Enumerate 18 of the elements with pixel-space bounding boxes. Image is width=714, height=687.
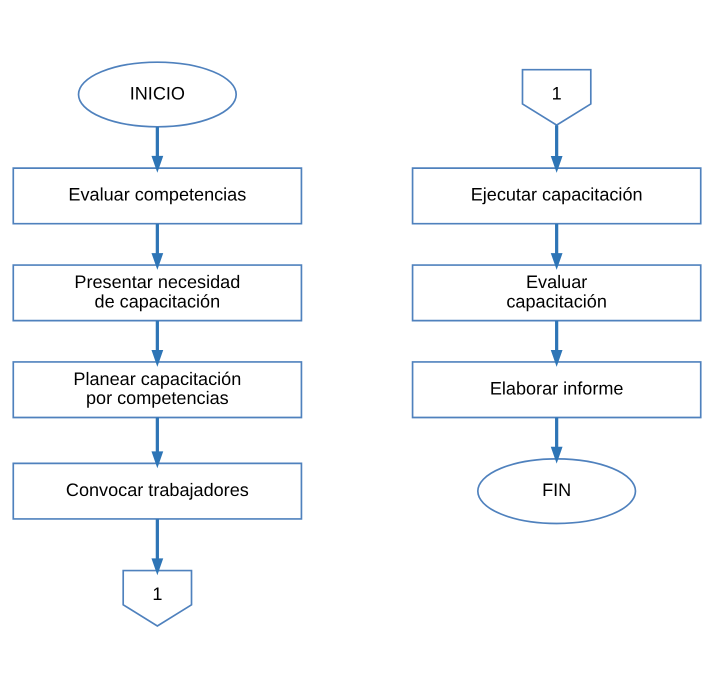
node-box: Ejecutar capacitación [412,166,702,224]
node-ellipse: INICIO [78,60,238,128]
node-box: Elaborar informe [412,360,702,418]
arrow [151,320,164,366]
node-box: Evaluar competencias [12,166,302,224]
node-box: Presentar necesidad de capacitación [12,264,302,321]
node-box: Convocar trabajadores [12,462,302,520]
arrow [151,518,164,575]
arrow [550,224,563,270]
node-box: Evaluar capacitación [412,264,702,321]
node-box: Planear capacitación por competencias [12,360,302,418]
arrow [550,417,563,464]
node-ellipse: FIN [476,458,636,524]
arrow [151,126,164,172]
arrow [151,417,164,468]
arrow [550,124,563,172]
arrow [550,320,563,366]
arrow [151,224,164,270]
